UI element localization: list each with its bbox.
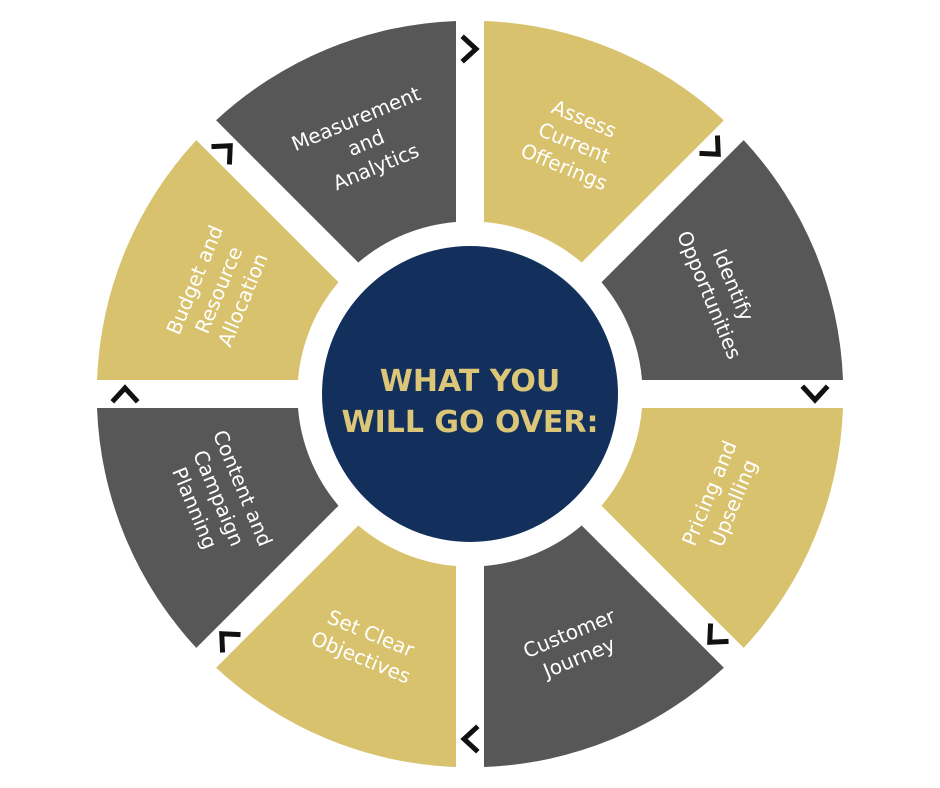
segment-measurement-and-analytics — [216, 21, 456, 263]
segment-set-clear-objectives — [216, 525, 456, 767]
chevron-right-icon — [460, 724, 480, 754]
center-title-line-2: WILL GO OVER: — [341, 405, 598, 440]
chevron-right-icon — [460, 34, 480, 64]
chevron-right-icon — [211, 143, 233, 165]
center-title-line-1: WHAT YOU — [380, 364, 561, 399]
segment-identify-opportunities — [601, 140, 843, 380]
chevron-right-icon — [800, 384, 830, 404]
segment-content-and-campaign-planning — [97, 408, 339, 648]
cycle-segments — [97, 21, 843, 767]
chevron-right-icon — [219, 631, 241, 653]
chevron-right-icon — [699, 135, 721, 157]
chevron-right-icon — [110, 384, 140, 404]
segment-pricing-and-upselling — [601, 408, 843, 648]
center-circle — [322, 246, 618, 542]
cycle-arrows — [110, 34, 830, 754]
segment-assess-current-offerings — [484, 21, 724, 263]
segment-budget-and-resource-allocation — [97, 140, 339, 380]
chevron-right-icon — [707, 623, 729, 645]
segment-customer-journey — [484, 525, 724, 767]
